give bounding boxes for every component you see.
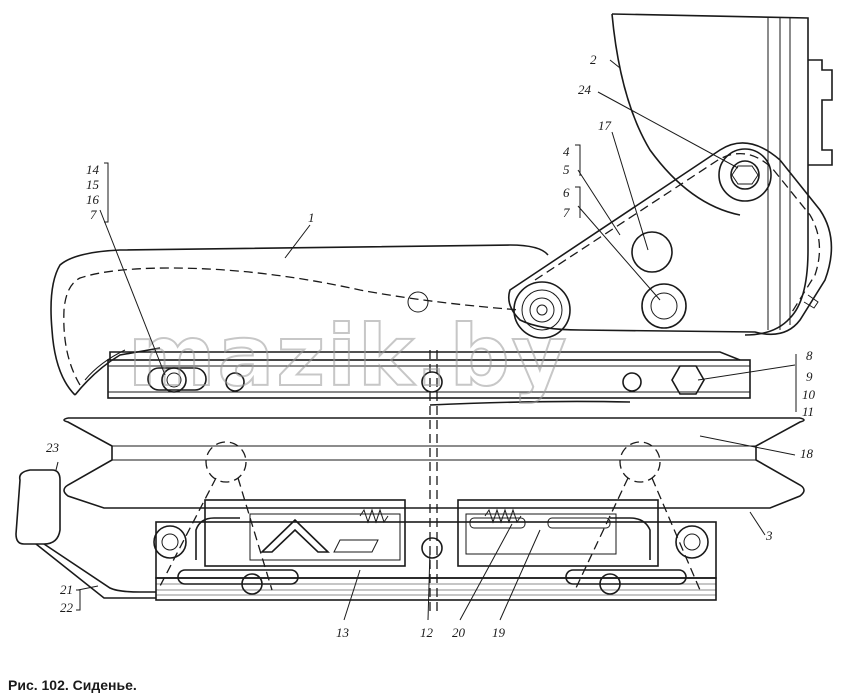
callout-labels: 14 15 16 7 1 2 24 17 4 5 6 7 8 9 10 11 1… [46, 52, 816, 640]
callout-24: 24 [578, 82, 592, 97]
callout-13: 13 [336, 625, 350, 640]
callout-3: 3 [765, 528, 773, 543]
callout-1: 1 [308, 210, 315, 225]
callout-10: 10 [802, 387, 816, 402]
seat-base [153, 499, 717, 601]
callout-16: 16 [86, 192, 100, 207]
callout-21: 21 [60, 582, 73, 597]
callout-20: 20 [452, 625, 466, 640]
callout-22: 22 [60, 600, 74, 615]
watermark: mazik.by [128, 307, 569, 405]
callout-11: 11 [802, 404, 814, 419]
callout-9: 9 [806, 369, 813, 384]
callout-23: 23 [46, 440, 60, 455]
callout-2: 2 [590, 52, 597, 67]
backrest [611, 13, 833, 336]
callout-6: 6 [563, 185, 570, 200]
callout-17: 17 [598, 118, 612, 133]
callout-5: 5 [563, 162, 570, 177]
seat-frame [107, 351, 751, 399]
callout-8: 8 [806, 348, 813, 363]
bellows-cover [63, 400, 805, 509]
callout-19: 19 [492, 625, 506, 640]
callout-4: 4 [563, 144, 570, 159]
callout-12: 12 [420, 625, 434, 640]
callout-7-left: 7 [90, 207, 97, 222]
callout-18: 18 [800, 446, 814, 461]
callout-7-right: 7 [563, 205, 570, 220]
callout-14: 14 [86, 162, 100, 177]
adjustment-handle [15, 469, 156, 599]
figure-caption: Рис. 102. Сиденье. [8, 677, 137, 693]
scissor-linkage [157, 350, 701, 612]
leader-lines [55, 59, 796, 621]
callout-15: 15 [86, 177, 100, 192]
